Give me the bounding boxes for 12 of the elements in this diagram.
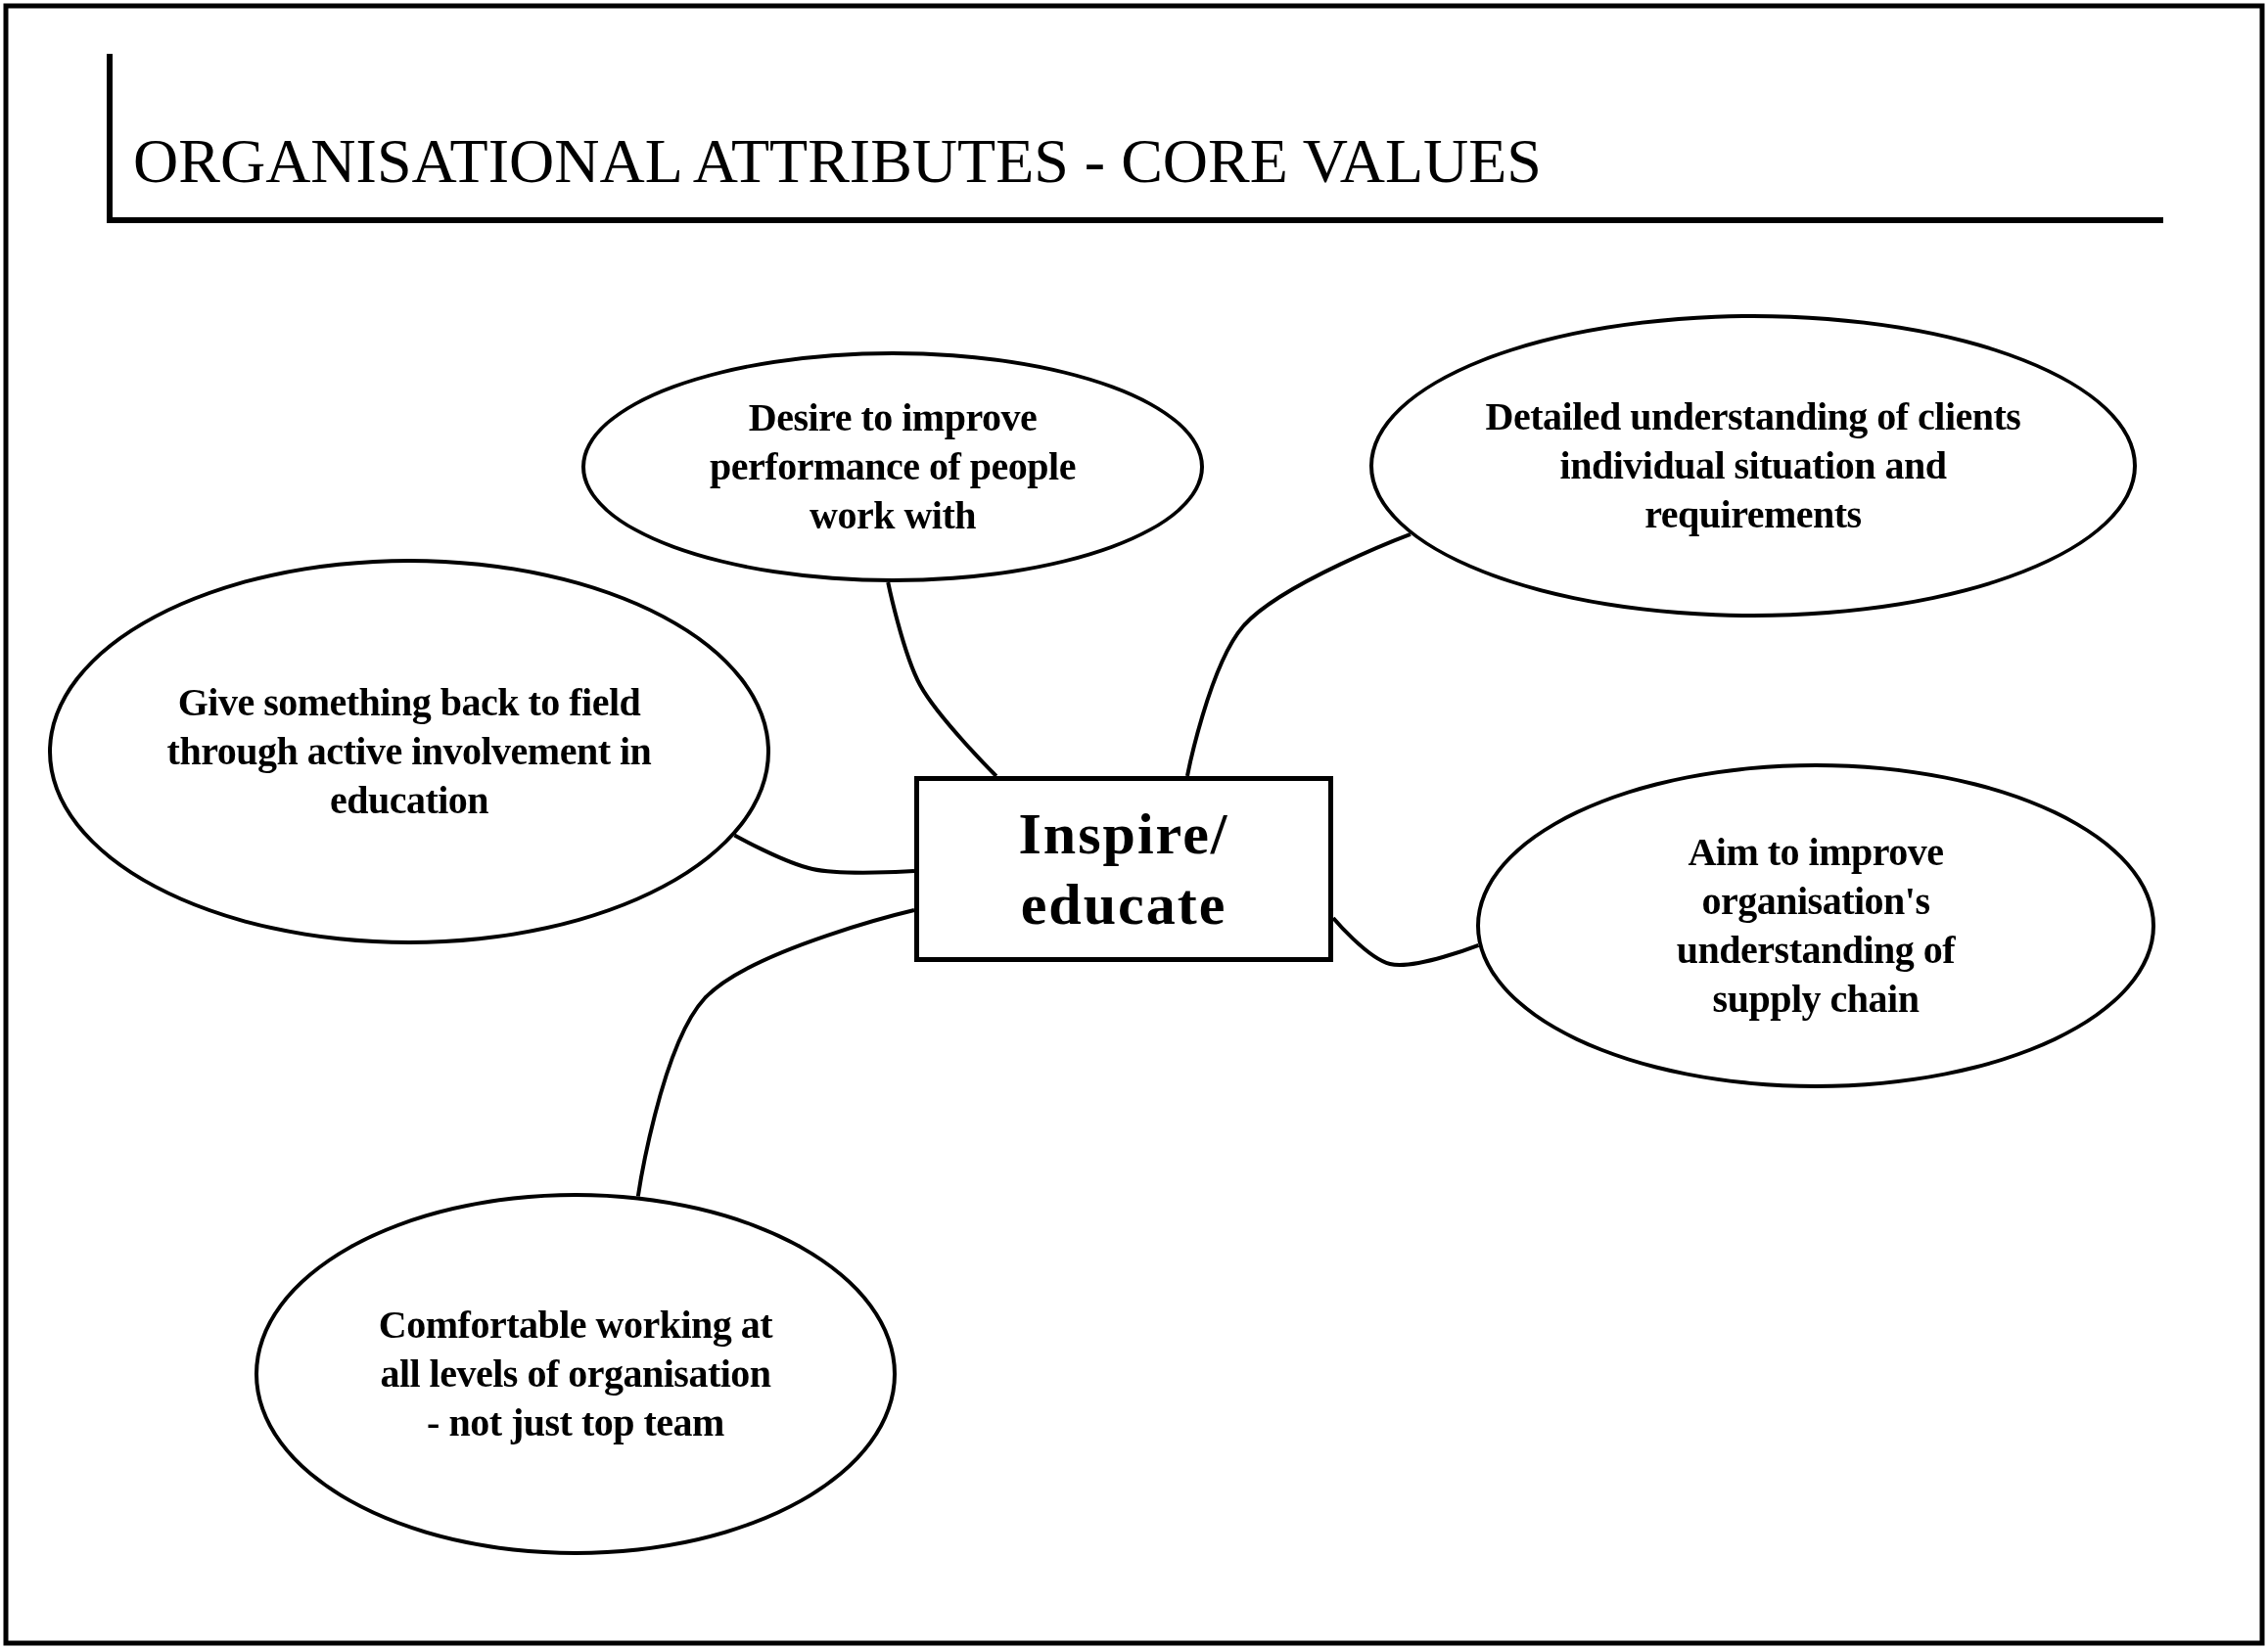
node-text: Inspire/ educate: [1017, 801, 1230, 939]
connector-line: [1185, 531, 1412, 777]
node-text: Desire to improve performance of people work with: [709, 394, 1077, 539]
central-box: [914, 776, 1333, 962]
node-text: Detailed understanding of clients individual situation and requirements: [1484, 393, 2022, 538]
node-text: Give something back to field through active involvement in education: [165, 679, 653, 824]
connector-line: [733, 833, 915, 875]
node-text: Aim to improve organisation's understanding of supply chain: [1675, 829, 1957, 1023]
connector-line: [1331, 916, 1480, 967]
connector-line: [886, 581, 998, 778]
diagram-title: ORGANISATIONAL ATTRIBUTES - CORE VALUES: [133, 125, 1542, 198]
node-text: Comfortable working at all levels of organisation - not just top team: [377, 1302, 774, 1446]
